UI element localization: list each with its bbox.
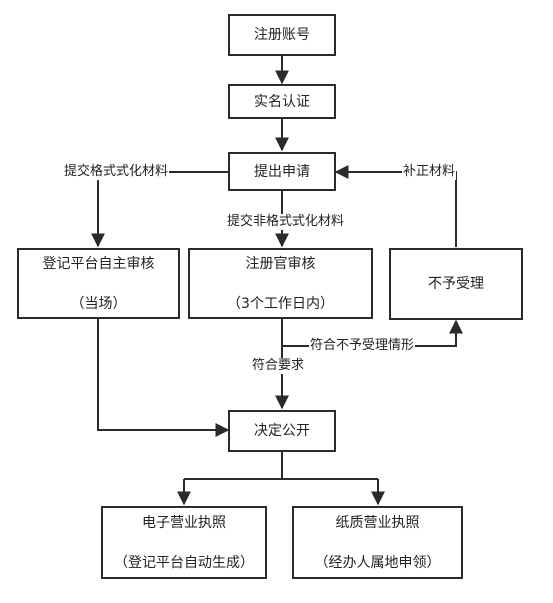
arrow-notaccepted-to-apply: [334, 165, 457, 247]
node-decide-publish-label: 决定公开: [254, 423, 310, 439]
node-submit-application-label: 提出申请: [254, 163, 310, 180]
edge-label-formatted-materials: 提交格式式化材料: [63, 164, 170, 180]
node-e-license-line2: （登记平台自动生成）: [114, 554, 254, 571]
node-not-accepted: 不予受理: [389, 248, 523, 320]
edge-label-meets-rejection: 符合不予受理情形: [309, 338, 416, 354]
node-real-name-auth: 实名认证: [228, 84, 336, 119]
node-not-accepted-label: 不予受理: [428, 276, 484, 292]
node-self-review-line1: 登记平台自主审核: [42, 255, 155, 272]
node-registrar-review-line2: （3个工作日内）: [227, 295, 334, 312]
node-paper-license-line1: 纸质营业执照: [335, 514, 420, 531]
node-e-license: 电子营业执照 （登记平台自动生成）: [101, 506, 267, 579]
node-paper-license: 纸质营业执照 （经办人属地申领）: [292, 506, 463, 579]
node-registrar-review-line1: 注册官审核: [245, 255, 316, 272]
node-registrar-review: 注册官审核 （3个工作日内）: [188, 248, 373, 319]
edge-label-nonformatted-materials: 提交非格式式化材料: [226, 214, 346, 230]
node-submit-application: 提出申请: [228, 152, 336, 191]
node-register-account-label: 注册账号: [254, 27, 310, 43]
arrow-apply-to-self-review: [91, 171, 228, 248]
arrow-self-review-to-decide: [97, 319, 230, 437]
node-register-account: 注册账号: [228, 14, 336, 56]
node-decide-publish: 决定公开: [228, 410, 336, 452]
node-self-review: 登记平台自主审核 （当场）: [17, 248, 180, 319]
node-paper-license-line2: （经办人属地申领）: [314, 554, 441, 571]
edge-label-supplement-materials: 补正材料: [402, 164, 457, 180]
node-self-review-line2: （当场）: [70, 295, 127, 312]
edge-label-meets-requirements: 符合要求: [251, 358, 306, 374]
node-real-name-auth-label: 实名认证: [254, 93, 310, 110]
node-e-license-line1: 电子营业执照: [142, 514, 226, 531]
